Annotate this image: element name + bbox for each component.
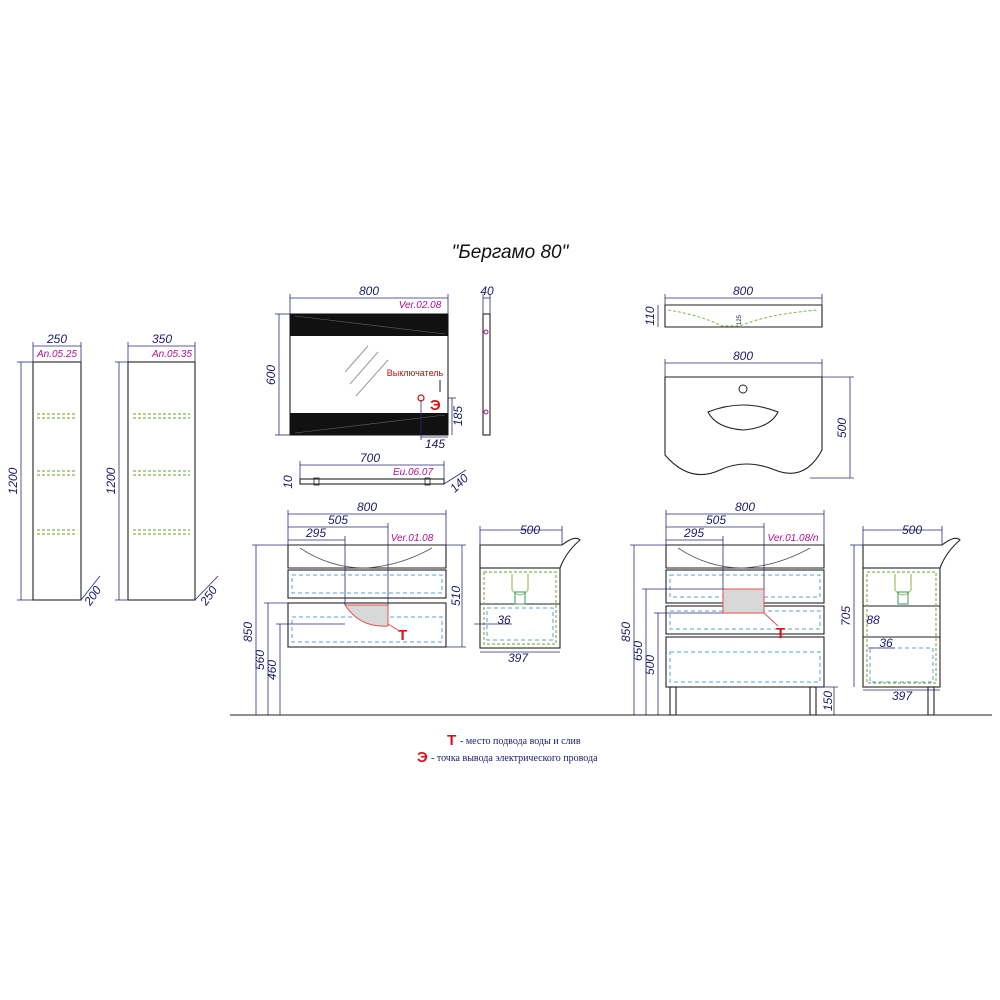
- sink-top-width: 800: [733, 349, 753, 363]
- sink-top-view: 800 500: [664, 349, 854, 479]
- vanity-floor-leg-right: [809, 686, 817, 716]
- vanity-floor-sink-top: [665, 544, 825, 569]
- vanity-wall-side-top: [479, 537, 581, 569]
- vanity-floor-w505: 505: [706, 513, 726, 527]
- vanity-wall-w505: 505: [328, 513, 348, 527]
- siphon-icon: [511, 574, 529, 596]
- sink-side-outline: [664, 304, 823, 328]
- vanity-floor-side-d397: 397: [892, 689, 913, 703]
- vanity-wall-w295: 295: [305, 526, 326, 540]
- legend-t-symbol: Т: [447, 732, 456, 749]
- mirror-switch-offset-v: 185: [451, 406, 465, 426]
- mirror-e-marker: Э: [430, 397, 441, 414]
- vanity-floor-width: 800: [735, 500, 755, 514]
- vanity-wall-side-d36: 36: [497, 613, 511, 627]
- glass-shelf: 700 Eu.06.07 10 140: [281, 451, 471, 495]
- cabinet-250-code: An.05.25: [36, 349, 77, 360]
- mirror-width: 800: [359, 284, 379, 298]
- vanity-wall-sink-top: [287, 544, 447, 569]
- vanity-wall-h560: 560: [253, 650, 267, 670]
- cabinet-350-width: 350: [152, 332, 172, 346]
- vanity-floor-side-d36: 36: [879, 636, 893, 650]
- vanity-floor-h850: 850: [619, 622, 633, 642]
- sink-side-height: 110: [643, 306, 657, 325]
- vanity-wall-plumbing-zone: [344, 604, 389, 627]
- vanity-floor-plumbing-zone: [722, 588, 765, 614]
- vanity-wall-t-marker: Т: [398, 627, 407, 644]
- vanity-floor-drawer-3: [665, 636, 825, 688]
- vanity-floor-side-h705: 705: [839, 606, 853, 626]
- vanity-floor-side-body: [862, 567, 941, 688]
- cabinet-350-height: 1200: [104, 467, 118, 494]
- vanity-floor-t-marker: Т: [776, 625, 785, 642]
- mirror-switch-offset-h: 145: [425, 437, 445, 451]
- vanity-wall-width: 800: [357, 500, 377, 514]
- mirror-height: 600: [264, 365, 278, 385]
- vanity-wall-side-d397: 397: [508, 651, 529, 665]
- legend: Т - место подвода воды и слив Э - точка …: [417, 732, 598, 766]
- vanity-floor-side-top: [862, 537, 961, 569]
- vanity-floor-side-leg: [927, 686, 935, 716]
- vanity-floor-side-h88: 88: [866, 613, 880, 627]
- cabinet-250-height: 1200: [6, 467, 20, 494]
- vanity-floor-h650: 650: [631, 641, 645, 661]
- mirror-switch-label: Выключатель: [387, 368, 444, 378]
- vanity-wall-side-body: [479, 567, 561, 649]
- siphon-icon: [894, 574, 912, 596]
- legend-e-text: - точка вывода электрического провода: [431, 753, 598, 764]
- sink-top-outline: [664, 376, 823, 476]
- legend-e-symbol: Э: [417, 749, 428, 766]
- vanity-wall-h510: 510: [449, 586, 463, 606]
- vanity-floor-w295: 295: [683, 526, 704, 540]
- sink-top-depth: 500: [835, 418, 849, 438]
- vanity-wall-drawer-1: [287, 569, 447, 599]
- mirror-glare-2: [349, 351, 379, 385]
- vanity-wall-drawer-2: [287, 602, 447, 648]
- cabinet-250-body: [32, 361, 82, 601]
- mirror-glare-1: [344, 345, 369, 373]
- cabinet-250-width: 250: [46, 332, 67, 346]
- cabinet-350-body: [127, 361, 196, 601]
- vanity-wall-code: Ver.01.08: [391, 533, 434, 544]
- vanity-wall-h850: 850: [241, 622, 255, 642]
- cabinet-350-code: An.05.35: [151, 349, 192, 360]
- mirror-glare-3: [355, 359, 389, 397]
- cabinet-250: 250 An.05.25 1200 200: [6, 332, 104, 609]
- vanity-floor-side-depth: 500: [902, 523, 922, 537]
- shelf-body: [299, 478, 445, 485]
- sink-basin: [707, 404, 779, 431]
- cabinet-350-depth: 250: [197, 583, 221, 609]
- drawing-title: "Бергамо 80": [452, 242, 570, 263]
- vanity-wall-front: Т 800 505 295 Ver.01.08 850 560 460 510: [241, 500, 466, 715]
- shelf-thickness: 10: [281, 475, 295, 489]
- mirror-thickness: 40: [480, 284, 494, 298]
- vanity-wall-side-depth: 500: [520, 523, 540, 537]
- vanity-wall-side: 500 397 36: [474, 523, 581, 665]
- vanity-floor-h500: 500: [643, 655, 657, 675]
- cabinet-250-depth: 200: [81, 583, 105, 609]
- mirror-side-view: [482, 313, 491, 436]
- vanity-floor-front: Т 800 505 295 Ver.01.08/n 850 650 500 15…: [619, 500, 838, 716]
- vanity-floor-side: 500 705 88 36 397: [839, 523, 961, 716]
- faucet-hole-icon: [738, 384, 748, 394]
- shelf-width: 700: [360, 451, 380, 465]
- mirror: Выключатель Э 800 Ver.02.08 600 145 185 …: [264, 284, 494, 451]
- cabinet-350: 350 An.05.35 1200 250: [104, 332, 220, 609]
- sink-side-width: 800: [733, 284, 753, 298]
- sink-side-view: 800 110 125: [643, 284, 823, 328]
- legend-t-text: - место подвода воды и слив: [460, 736, 581, 747]
- vanity-wall-h460: 460: [265, 660, 279, 680]
- vanity-floor-leg-left: [669, 686, 677, 716]
- vanity-floor-leg-height: 150: [821, 691, 835, 711]
- shelf-depth: 140: [447, 471, 471, 495]
- shelf-code: Eu.06.07: [393, 467, 433, 478]
- sink-side-inner: 125: [737, 314, 743, 325]
- vanity-floor-code: Ver.01.08/n: [768, 533, 819, 544]
- mirror-code: Ver.02.08: [399, 300, 442, 311]
